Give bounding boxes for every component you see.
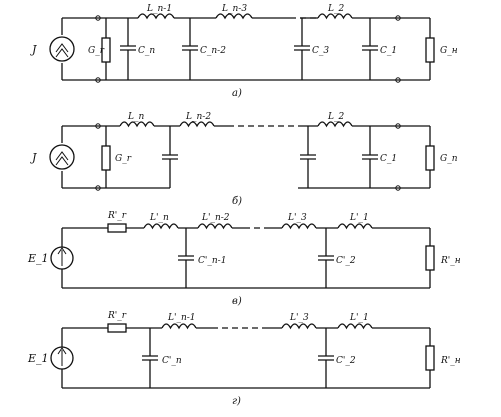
ind-label-a-2: L_n-3 xyxy=(221,4,247,14)
circuit-a: J G_r C_n L_n-1 C_n-2 L_n-3 C_3 L_2 C_1 … xyxy=(30,4,458,99)
conductance-source-b xyxy=(101,145,111,171)
caption-a: a) xyxy=(232,88,242,99)
voltage-source-d xyxy=(50,346,74,370)
caption-d: г) xyxy=(232,396,241,407)
capacitor-c-1 xyxy=(178,228,194,288)
source-label-b: J xyxy=(30,151,37,164)
capacitor-b-3 xyxy=(362,126,378,188)
source-label-d: E_1 xyxy=(27,352,49,365)
ind-label-c-2: L'_n-2 xyxy=(201,213,230,223)
ind-label-b-1: L_n xyxy=(127,112,144,122)
ind-label-a-3: L_2 xyxy=(327,4,344,14)
ind-label-c-3: L'_3 xyxy=(287,213,307,223)
capacitor-c-2 xyxy=(318,228,334,288)
r-source-label-d: R'_r xyxy=(107,311,127,321)
g-load-label-a: G_н xyxy=(440,46,458,56)
circuit-b: J G_r L_n L_n-2 L_2 C_1 G_n б) xyxy=(30,112,458,207)
g-source-label-b: G_r xyxy=(115,154,132,164)
inductor-a-2 xyxy=(215,13,253,20)
current-source-b xyxy=(49,144,75,170)
inductor-a-1 xyxy=(137,13,175,20)
r-source-label-c: R'_r xyxy=(107,211,127,221)
resistor-source-c xyxy=(107,223,127,233)
inductor-d-2 xyxy=(281,323,317,330)
capacitor-b-2 xyxy=(300,126,316,188)
capacitor-a-2 xyxy=(182,18,198,80)
source-label-a: J xyxy=(30,43,37,56)
ind-label-c-4: L'_1 xyxy=(349,213,369,223)
inductor-c-4 xyxy=(337,223,373,230)
ind-label-b-3: L_2 xyxy=(327,112,344,122)
g-source-label-a: G_r xyxy=(88,46,105,56)
cap-label-b-1: C_1 xyxy=(380,154,397,164)
capacitor-d-1 xyxy=(142,328,158,388)
ind-label-d-3: L'_1 xyxy=(349,313,369,323)
capacitor-a-1 xyxy=(120,18,136,80)
inductor-b-2 xyxy=(179,121,215,128)
caption-c: в) xyxy=(232,296,242,307)
inductor-a-3 xyxy=(317,13,353,20)
ind-label-d-1: L'_n-1 xyxy=(167,313,196,323)
r-load-label-d: R'_н xyxy=(440,356,461,366)
cap-label-a-3: C_3 xyxy=(312,46,329,56)
conductance-source-a xyxy=(101,37,111,63)
inductor-c-1 xyxy=(143,223,179,230)
source-label-c: E_1 xyxy=(27,252,49,265)
cap-label-a-4: C_1 xyxy=(380,46,397,56)
cap-label-c-2: C'_2 xyxy=(336,256,356,266)
current-source-a xyxy=(49,36,75,62)
capacitor-b-1 xyxy=(162,126,178,188)
r-load-label-c: R'_н xyxy=(440,256,461,266)
cap-label-a-2: C_n-2 xyxy=(200,46,226,56)
resistor-load-d xyxy=(425,345,435,371)
inductor-d-3 xyxy=(337,323,373,330)
conductance-load-a xyxy=(425,37,435,63)
inductor-b-3 xyxy=(317,121,353,128)
inductor-b-1 xyxy=(119,121,155,128)
cap-label-d-2: C'_2 xyxy=(336,356,356,366)
g-load-label-b: G_n xyxy=(440,154,458,164)
inductor-d-1 xyxy=(161,323,197,330)
capacitor-a-3 xyxy=(294,18,310,80)
inductor-c-3 xyxy=(281,223,317,230)
voltage-source-c xyxy=(50,246,74,270)
cap-label-a-1: C_n xyxy=(138,46,155,56)
resistor-source-d xyxy=(107,323,127,333)
capacitor-d-2 xyxy=(318,328,334,388)
capacitor-a-4 xyxy=(362,18,378,80)
ind-label-d-2: L'_3 xyxy=(289,313,309,323)
conductance-load-b xyxy=(425,145,435,171)
ind-label-b-2: L_n-2 xyxy=(185,112,211,122)
cap-label-c-1: C'_n-1 xyxy=(198,256,226,266)
ind-label-c-1: L'_n xyxy=(149,213,169,223)
inductor-c-2 xyxy=(197,223,233,230)
ind-label-a-1: L_n-1 xyxy=(146,4,172,14)
cap-label-d-1: C'_n xyxy=(162,356,182,366)
resistor-load-c xyxy=(425,245,435,271)
circuit-d: E_1 R'_r C'_n L'_n-1 L'_3 C'_2 L'_1 R'_н… xyxy=(27,311,461,407)
circuit-c: E_1 R'_r L'_n C'_n-1 L'_n-2 L'_3 C'_2 L'… xyxy=(27,211,461,307)
caption-b: б) xyxy=(232,196,242,207)
